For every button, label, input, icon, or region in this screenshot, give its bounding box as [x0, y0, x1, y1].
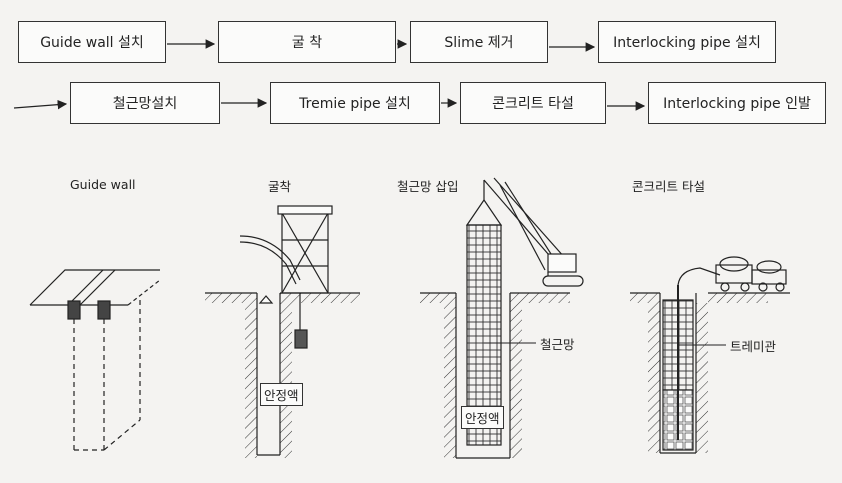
flow-box-slime-removal: Slime 제거 — [410, 21, 548, 63]
arrow — [13, 99, 68, 110]
label-tremie-pipe: 트레미관 — [728, 336, 779, 355]
flow-box-guide-wall: Guide wall 설치 — [18, 21, 166, 63]
flow-box-interlocking-pipe-extract: Interlocking pipe 인발 — [648, 82, 826, 124]
stage-title-guide-wall: Guide wall — [70, 177, 136, 192]
flow-box-tremie-install: Tremie pipe 설치 — [270, 82, 440, 124]
concrete-pour-illustration — [630, 256, 790, 454]
label-stabilizer-1: 안정액 — [260, 383, 303, 406]
excavation-illustration — [205, 205, 360, 458]
label-stabilizer-2: 안정액 — [461, 406, 504, 429]
flow-box-concrete-pour: 콘크리트 타설 — [460, 82, 606, 124]
stage-title-excavation: 굴착 — [268, 179, 292, 194]
guide-wall-illustration — [29, 269, 161, 451]
flow-arrows — [13, 39, 646, 111]
flow-box-rebar-install: 철근망설치 — [70, 82, 220, 124]
stage-title-concrete-pour: 콘크리트 타설 — [632, 179, 705, 194]
stage-title-rebar-insert: 철근망 삽입 — [397, 179, 459, 194]
flow-box-excavation: 굴 착 — [218, 21, 396, 63]
label-rebar-cage: 철근망 — [538, 334, 577, 353]
flow-box-interlocking-pipe-install: Interlocking pipe 설치 — [598, 21, 776, 63]
